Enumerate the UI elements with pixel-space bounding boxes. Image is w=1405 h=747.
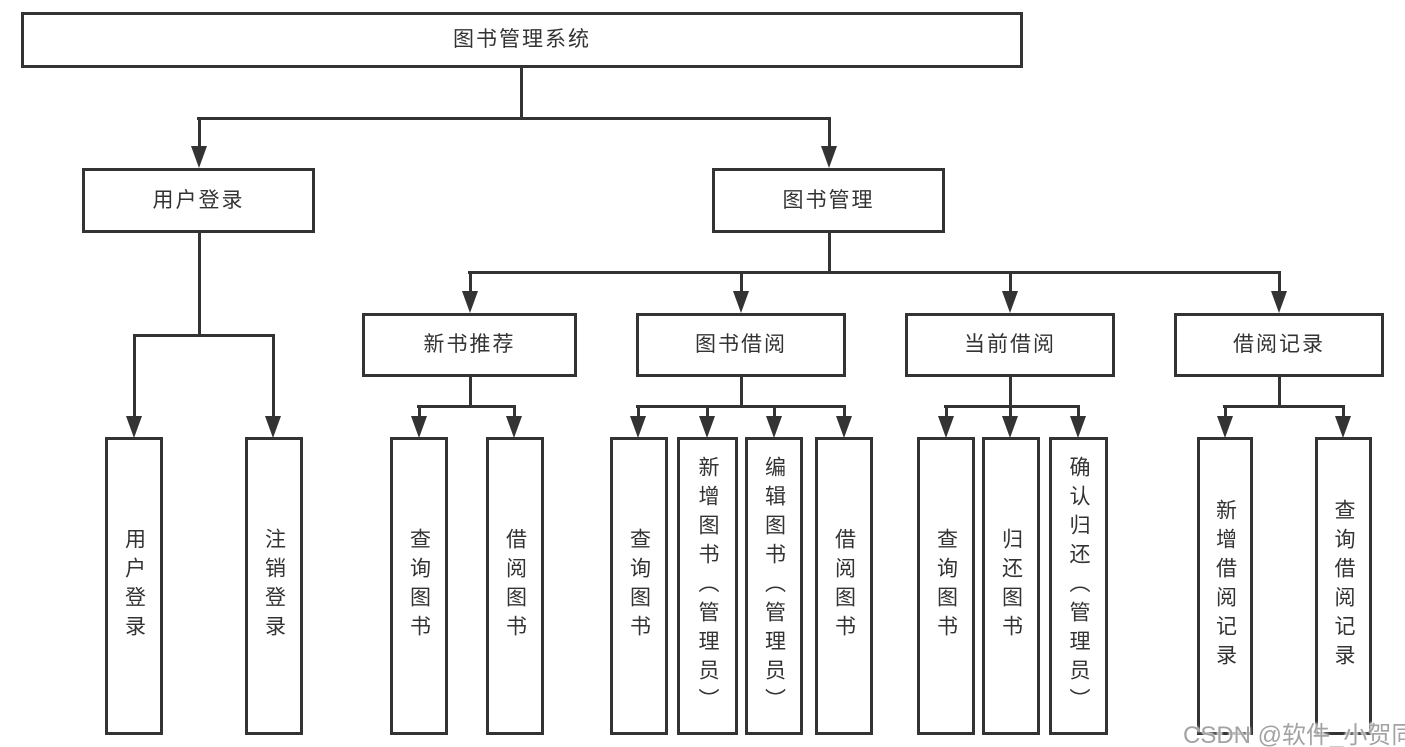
connector-line — [773, 405, 776, 418]
arrowhead-icon — [1002, 291, 1018, 313]
connector-line — [198, 117, 201, 147]
connector-line — [418, 405, 421, 418]
leaf-add-borrow-record: 新增借阅记录 — [1197, 437, 1253, 735]
connector-line — [1009, 377, 1012, 408]
arrowhead-icon — [191, 146, 207, 168]
leaf-query-books-borrowing: 查询图书 — [610, 437, 668, 735]
connector-line — [1224, 405, 1227, 418]
connector-line — [468, 271, 1281, 274]
connector-line — [740, 271, 743, 293]
connector-line — [133, 334, 136, 417]
arrowhead-icon — [265, 416, 281, 438]
node-current-borrowing: 当前借阅 — [905, 313, 1115, 377]
connector-line — [636, 405, 846, 408]
connector-line — [1077, 405, 1080, 418]
leaf-borrow-books: 借阅图书 — [815, 437, 873, 735]
connector-line — [1223, 405, 1345, 408]
leaf-borrow-books-recommend: 借阅图书 — [486, 437, 544, 735]
connector-line — [1342, 405, 1345, 418]
arrowhead-icon — [411, 416, 427, 438]
arrowhead-icon — [699, 416, 715, 438]
arrowhead-icon — [126, 416, 142, 438]
watermark: CSDN @软件_小贺同学 — [1183, 722, 1405, 747]
connector-line — [944, 405, 1080, 408]
connector-line — [1278, 271, 1281, 293]
connector-line — [1278, 377, 1281, 408]
leaf-add-books-admin: 新增图书（管理员） — [677, 437, 738, 735]
leaf-logout-login: 注销登录 — [245, 437, 303, 735]
connector-line — [1009, 271, 1012, 293]
arrowhead-icon — [462, 291, 478, 313]
connector-line — [469, 377, 472, 408]
leaf-return-books: 归还图书 — [982, 437, 1040, 735]
node-borrowing-records: 借阅记录 — [1174, 313, 1384, 377]
arrowhead-icon — [1217, 416, 1233, 438]
connector-line — [945, 405, 948, 418]
connector-line — [706, 405, 709, 418]
arrowhead-icon — [630, 416, 646, 438]
arrowhead-icon — [766, 416, 782, 438]
connector-line — [197, 117, 831, 120]
connector-line — [513, 405, 516, 418]
arrowhead-icon — [1070, 416, 1086, 438]
connector-line — [520, 68, 523, 119]
node-book-management: 图书管理 — [712, 168, 945, 233]
connector-line — [637, 405, 640, 418]
connector-line — [828, 117, 831, 147]
node-user-login: 用户登录 — [82, 168, 315, 233]
leaf-user-login: 用户登录 — [105, 437, 163, 735]
arrowhead-icon — [733, 291, 749, 313]
connector-line — [417, 405, 516, 408]
arrowhead-icon — [506, 416, 522, 438]
node-root-library-management-system: 图书管理系统 — [21, 12, 1023, 68]
connector-line — [198, 233, 201, 336]
connector-line — [1009, 405, 1012, 418]
leaf-confirm-return-admin: 确认归还（管理员） — [1049, 437, 1108, 735]
connector-line — [133, 334, 274, 337]
connector-line — [843, 405, 846, 418]
connector-line — [272, 334, 275, 417]
leaf-edit-books-admin: 编辑图书（管理员） — [745, 437, 803, 735]
connector-line — [828, 233, 831, 273]
arrowhead-icon — [1002, 416, 1018, 438]
arrowhead-icon — [1335, 416, 1351, 438]
node-book-borrowing: 图书借阅 — [636, 313, 846, 377]
connector-line — [469, 271, 472, 293]
arrowhead-icon — [1271, 291, 1287, 313]
arrowhead-icon — [836, 416, 852, 438]
node-new-book-recommend: 新书推荐 — [362, 313, 577, 377]
connector-line — [740, 377, 743, 408]
leaf-query-books-current: 查询图书 — [917, 437, 975, 735]
leaf-query-books-recommend: 查询图书 — [390, 437, 448, 735]
arrowhead-icon — [821, 146, 837, 168]
leaf-query-borrow-record: 查询借阅记录 — [1315, 437, 1372, 735]
arrowhead-icon — [938, 416, 954, 438]
